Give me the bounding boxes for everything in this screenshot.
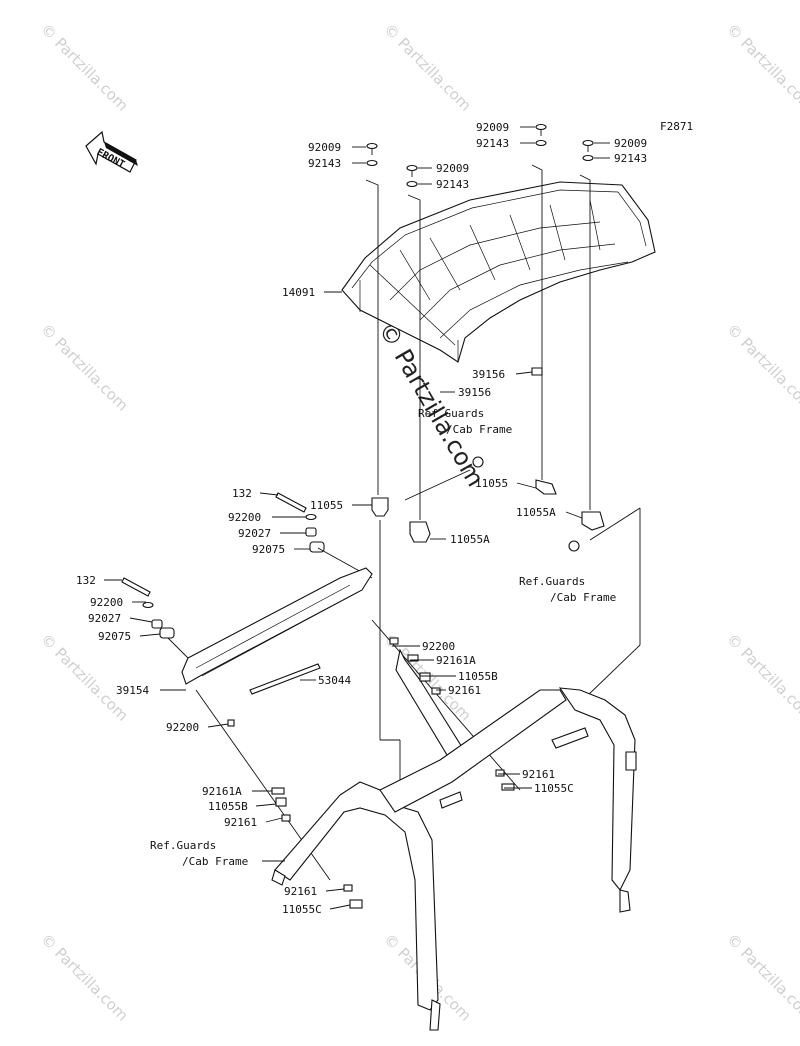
part-label: 92161 <box>224 816 257 829</box>
ref-label: Ref.Guards <box>519 575 585 588</box>
ref-label: Ref.Guards <box>150 839 216 852</box>
part-label: 11055A <box>516 506 556 519</box>
part-label: 92200 <box>166 721 199 734</box>
part-label: 11055 <box>310 499 343 512</box>
seal-strip <box>249 663 321 695</box>
part-label: 92009 <box>436 162 469 175</box>
part-label: 132 <box>232 487 252 500</box>
watermark: © Partzilla.com <box>723 930 800 1025</box>
part-label: 92075 <box>98 630 131 643</box>
part-label: 92009 <box>614 137 647 150</box>
part-label: 11055C <box>534 782 574 795</box>
visor-bar <box>181 567 373 685</box>
ref-label: /Cab Frame <box>446 423 512 436</box>
part-label: 132 <box>76 574 96 587</box>
part-label: 92009 <box>476 121 509 134</box>
guide-lines <box>365 164 641 785</box>
roof-bolts <box>366 123 594 188</box>
part-label: 92161 <box>448 684 481 697</box>
part-label: 39154 <box>116 684 149 697</box>
part-label: 92143 <box>476 137 509 150</box>
part-label: 92143 <box>436 178 469 191</box>
part-label: 39156 <box>472 368 505 381</box>
part-label: 92200 <box>228 511 261 524</box>
part-labels: 92009 92143 92009 92143 92009 92143 9200… <box>76 121 647 916</box>
clamps <box>227 637 515 909</box>
cab-frame <box>271 687 637 1031</box>
part-label: 92200 <box>90 596 123 609</box>
watermark: © Partzilla.com <box>37 930 132 1025</box>
watermark: © Partzilla.com <box>380 20 475 115</box>
watermark: © Partzilla.com <box>37 630 132 725</box>
watermark: © Partzilla.com <box>723 20 800 115</box>
part-label: 92161 <box>284 885 317 898</box>
figure-code: F2871 <box>660 120 693 133</box>
part-label: 92143 <box>308 157 341 170</box>
brackets <box>371 367 605 552</box>
part-label: 92161A <box>202 785 242 798</box>
watermark: © Partzilla.com <box>37 20 132 115</box>
part-label: 14091 <box>282 286 315 299</box>
fastener-stack-lower <box>121 577 193 663</box>
part-label: 11055A <box>450 533 490 546</box>
part-label: 92161 <box>522 768 555 781</box>
part-label: 92143 <box>614 152 647 165</box>
part-label: 92200 <box>422 640 455 653</box>
part-label: 92075 <box>252 543 285 556</box>
ref-label: /Cab Frame <box>182 855 248 868</box>
part-label: 92027 <box>238 527 271 540</box>
part-label: 92009 <box>308 141 341 154</box>
watermark: © Partzilla.com <box>723 630 800 725</box>
part-label: 11055B <box>208 800 248 813</box>
part-label: 92161A <box>436 654 476 667</box>
part-label: 11055C <box>282 903 322 916</box>
front-arrow-icon: FRONT <box>85 130 138 173</box>
part-label: 53044 <box>318 674 351 687</box>
part-label: 11055B <box>458 670 498 683</box>
watermark: © Partzilla.com <box>723 320 800 415</box>
part-label: 11055 <box>475 477 508 490</box>
watermark: © Partzilla.com <box>37 320 132 415</box>
ref-label: /Cab Frame <box>550 591 616 604</box>
part-label: 92027 <box>88 612 121 625</box>
fastener-stack-upper <box>275 492 373 579</box>
ref-label: Ref.Guards <box>418 407 484 420</box>
part-label: 39156 <box>458 386 491 399</box>
leader-lines <box>104 126 610 910</box>
